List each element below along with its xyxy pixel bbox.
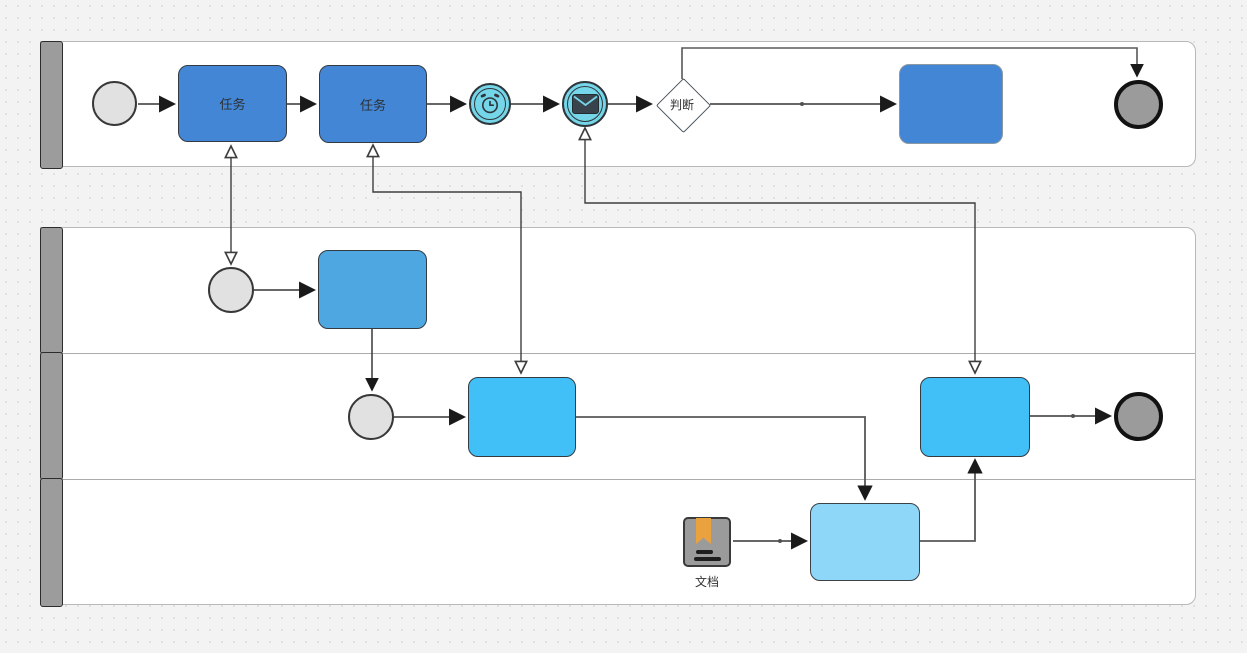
- start-event-1[interactable]: [92, 81, 137, 126]
- decision-gateway[interactable]: 判断: [655, 77, 711, 133]
- edge-message-task6-message[interactable]: [585, 128, 975, 373]
- lane-4-body: [41, 479, 1195, 606]
- task-6[interactable]: [920, 377, 1030, 457]
- start-event-2[interactable]: [208, 267, 254, 313]
- lane-4-header-bar[interactable]: [40, 478, 63, 607]
- event-inner-ring: [474, 88, 506, 120]
- document-node[interactable]: [683, 517, 731, 567]
- waypoint-dot[interactable]: [778, 539, 782, 543]
- document-label: 文档: [694, 575, 719, 589]
- edge-task5-task7[interactable]: [576, 416, 873, 501]
- timer-intermediate-event[interactable]: [469, 83, 511, 125]
- edge-gateway-end1[interactable]: [681, 47, 1144, 79]
- task-3[interactable]: [899, 64, 1003, 144]
- task-4[interactable]: [318, 250, 427, 329]
- event-inner-ring: [567, 86, 603, 122]
- edge-task2-task5-message[interactable]: [373, 145, 521, 373]
- document-text-line: [694, 557, 721, 561]
- message-intermediate-event[interactable]: [562, 81, 608, 127]
- start-event-3[interactable]: [348, 394, 394, 440]
- envelope-icon: [571, 94, 599, 114]
- bookmark-ribbon-icon: [696, 518, 711, 544]
- end-event-2[interactable]: [1114, 392, 1163, 441]
- gateway-label: 判断: [669, 97, 694, 112]
- waypoint-dot[interactable]: [800, 102, 804, 106]
- edge-task7-task6[interactable]: [920, 458, 983, 542]
- waypoint-dot[interactable]: [1071, 414, 1075, 418]
- document-text-line: [696, 550, 713, 554]
- lane-1-header-bar[interactable]: [40, 41, 63, 169]
- task-1[interactable]: 任务: [178, 65, 287, 142]
- task-1-label: 任务: [219, 97, 246, 112]
- end-event-1[interactable]: [1114, 80, 1163, 129]
- task-2[interactable]: 任务: [319, 65, 427, 143]
- task-7[interactable]: [810, 503, 920, 581]
- task-2-label: 任务: [359, 97, 386, 113]
- task-5[interactable]: [468, 377, 576, 457]
